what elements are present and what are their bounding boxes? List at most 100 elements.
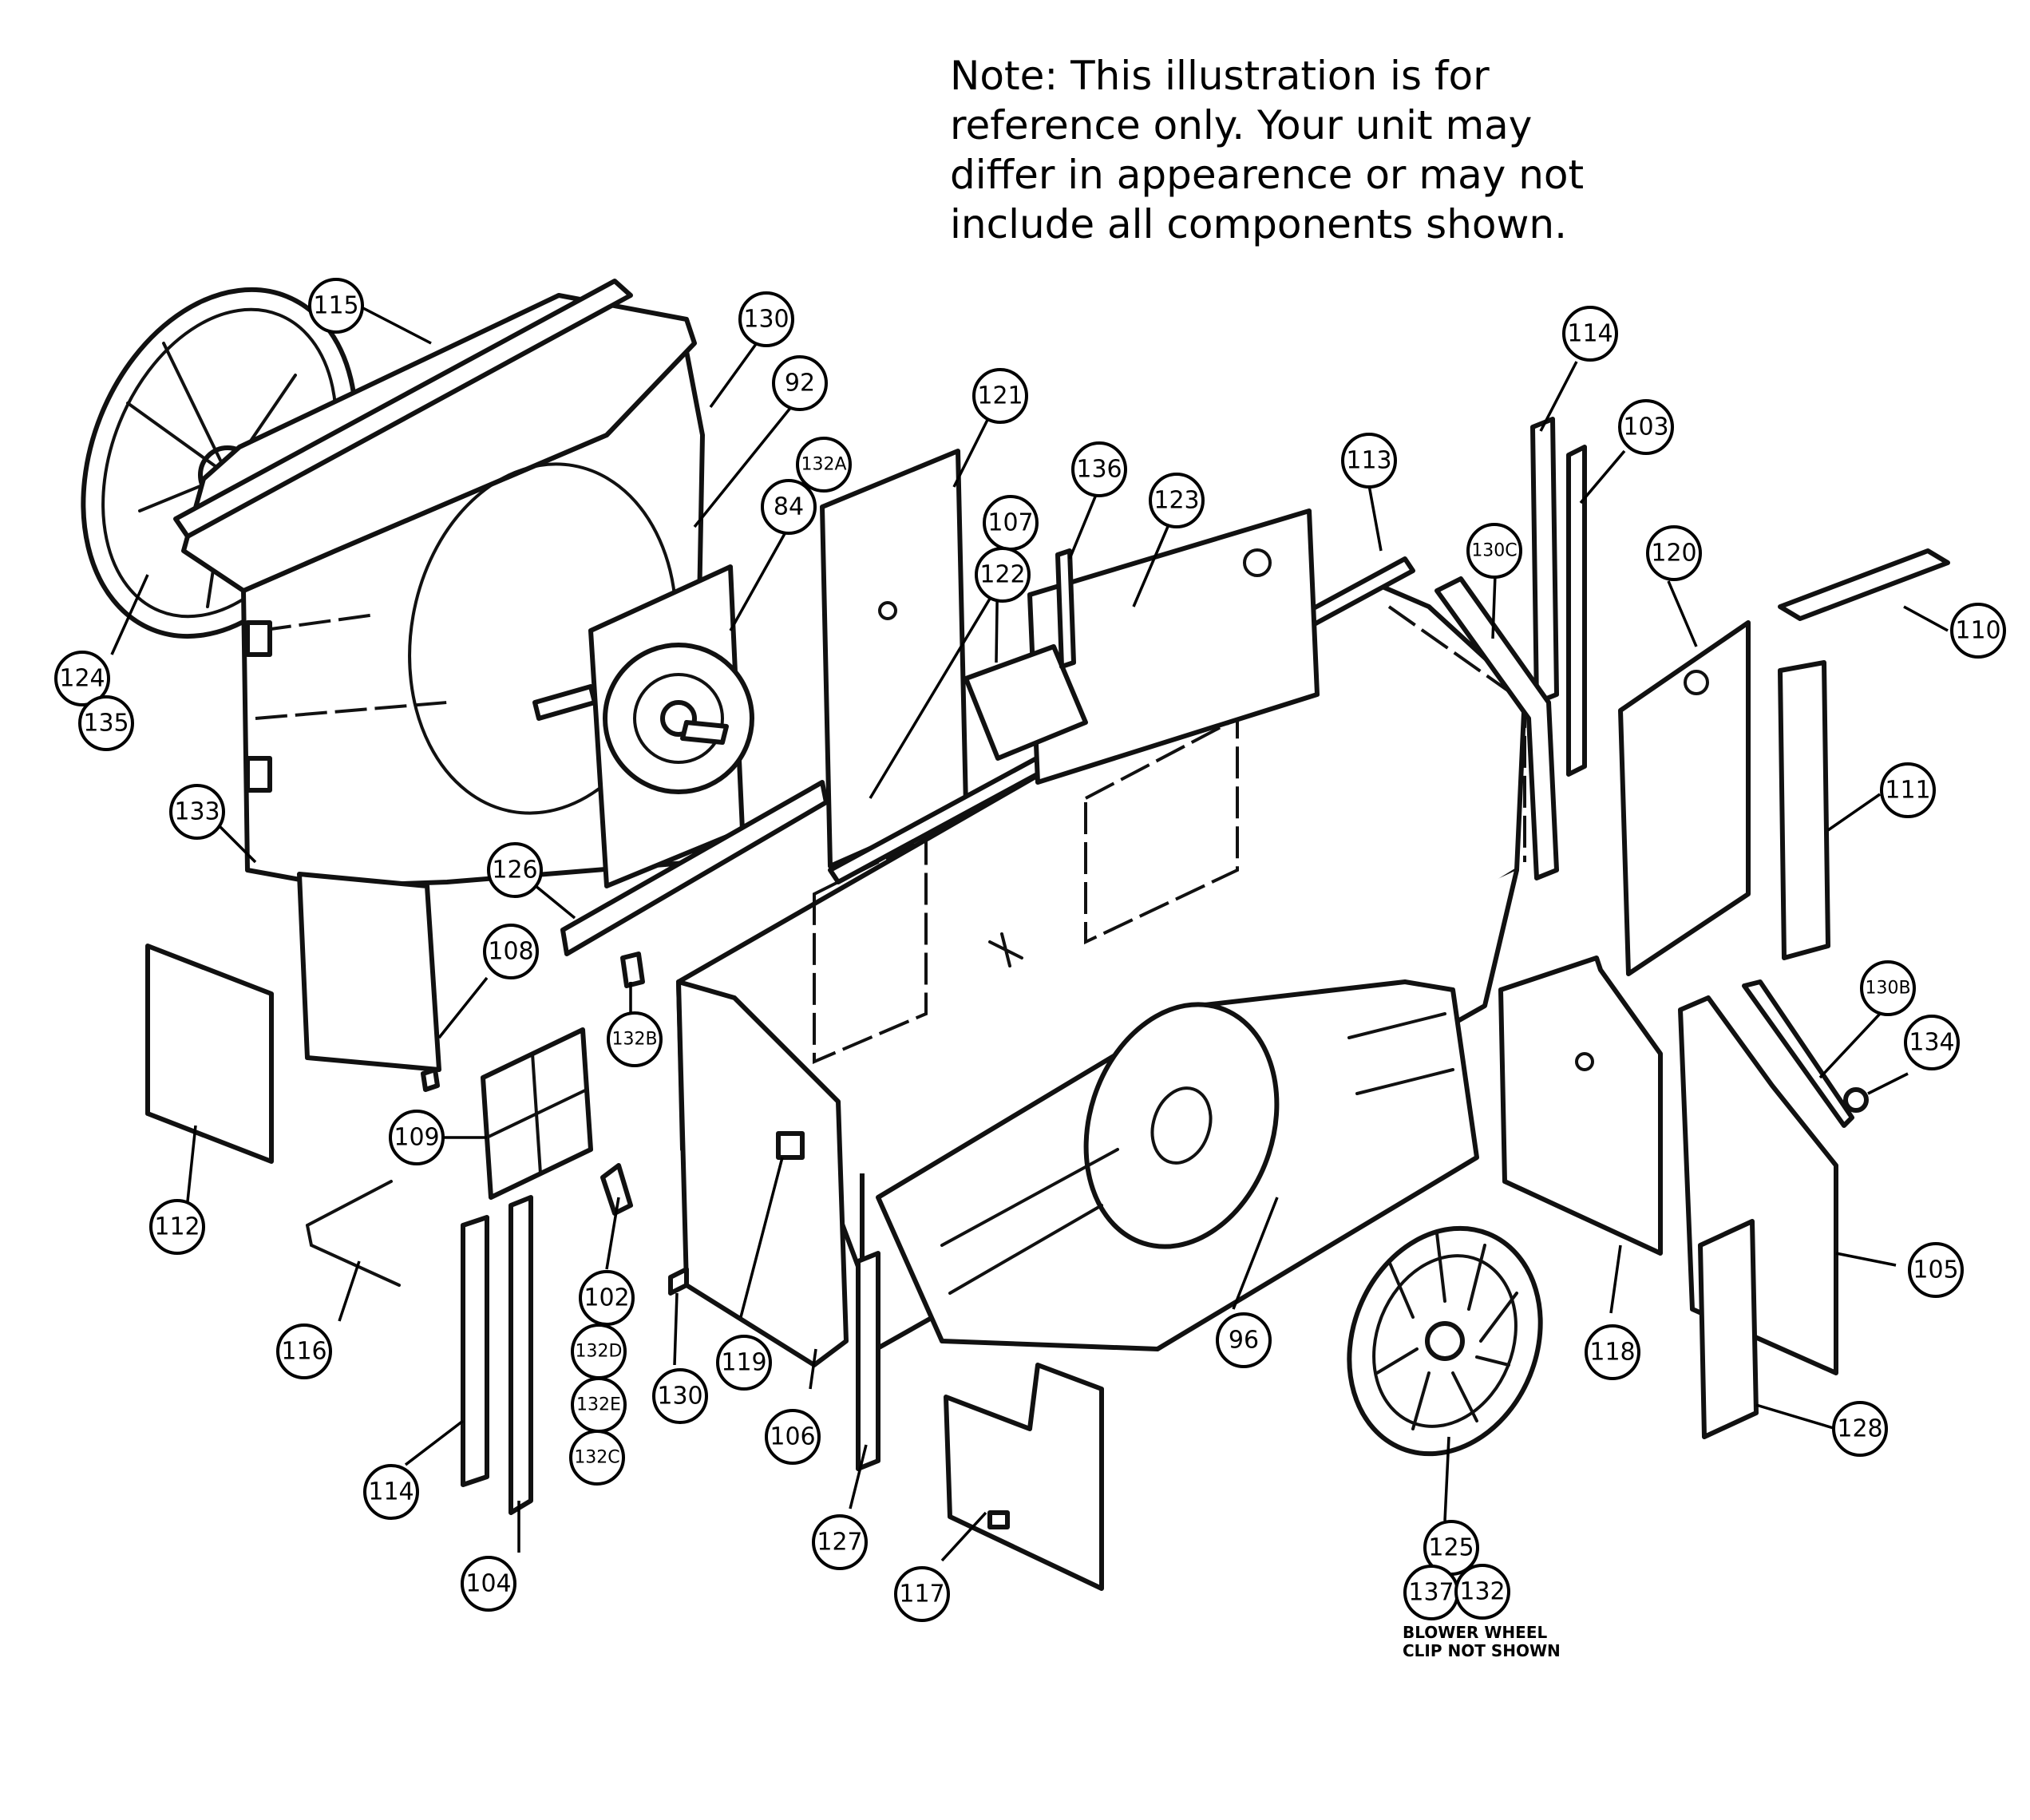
svg-text:114: 114 [1567,320,1613,348]
svg-text:108: 108 [488,938,533,966]
callout-121: 121 [972,368,1028,424]
callout-122: 122 [975,547,1031,603]
svg-text:84: 84 [774,493,804,521]
svg-text:106: 106 [770,1423,815,1451]
callout-114-lower: 114 [363,1464,419,1520]
svg-text:127: 127 [817,1529,862,1557]
svg-text:123: 123 [1153,487,1199,515]
svg-text:120: 120 [1651,540,1696,568]
part-102 [600,1163,633,1216]
reference-note: Note: This illustration is for reference… [950,51,1748,249]
panel-121 [820,449,968,868]
svg-text:102: 102 [584,1284,629,1312]
strip-127 [856,1251,880,1471]
callout-105: 105 [1908,1242,1964,1298]
top-panel-110 [1778,548,1950,621]
panel-108 [297,872,441,1072]
callout-120: 120 [1646,525,1702,581]
svg-text:116: 116 [281,1338,326,1366]
strip-111 [1778,660,1830,960]
callout-123: 123 [1149,473,1205,528]
svg-text:107: 107 [987,509,1033,537]
callout-137: 137 [1403,1565,1459,1620]
callout-96: 96 [1216,1312,1272,1368]
svg-text:113: 113 [1346,447,1391,475]
svg-text:126: 126 [492,857,537,884]
svg-text:104: 104 [465,1570,511,1598]
svg-text:122: 122 [979,561,1025,589]
callout-117: 117 [894,1566,950,1622]
callout-92: 92 [772,355,828,411]
svg-text:132A: 132A [801,455,846,475]
svg-text:115: 115 [313,292,358,320]
strip-114-upper [1530,417,1559,705]
callout-134: 134 [1904,1015,1960,1070]
panel-118 [1498,956,1663,1256]
callout-104: 104 [461,1556,516,1612]
callout-84: 84 [761,479,817,535]
callout-133: 133 [169,784,225,840]
clip-133 [421,1067,440,1092]
callout-116: 116 [276,1323,332,1379]
note-line-1: Note: This illustration is for [950,53,1490,99]
callout-130C: 130C [1466,523,1522,579]
bracket-122 [964,644,1088,761]
gasket-130C [1434,576,1559,880]
svg-text:128: 128 [1837,1415,1882,1443]
svg-text:125: 125 [1428,1534,1474,1562]
strip-104 [508,1195,533,1515]
callout-124: 124 [54,651,110,706]
callout-126: 126 [487,842,543,898]
callout-114-upper: 114 [1562,306,1618,362]
svg-text:92: 92 [785,370,815,398]
svg-text:119: 119 [721,1349,766,1377]
blower-wheel-footnote: BLOWER WHEEL CLIP NOT SHOWN [1403,1623,1561,1660]
callout-135: 135 [78,695,134,751]
callout-132A: 132A [796,437,852,493]
callout-130-lower: 130 [652,1368,708,1424]
callout-113: 113 [1341,433,1397,489]
panel-117 [944,1363,1104,1591]
svg-text:121: 121 [977,382,1023,410]
callout-132B: 132B [607,1011,663,1067]
svg-text:135: 135 [83,710,129,738]
callout-102: 102 [579,1270,635,1326]
svg-text:124: 124 [59,665,105,693]
clip-130 [668,1267,689,1296]
blower-wheel [1347,1225,1543,1457]
svg-text:133: 133 [174,798,220,826]
callout-128: 128 [1832,1401,1888,1457]
svg-text:130C: 130C [1471,541,1517,561]
callout-106: 106 [765,1409,821,1465]
callout-119: 119 [716,1335,772,1391]
fan-motor-assembly [532,564,754,888]
note-line-4: include all components shown. [950,201,1567,247]
panel-128 [1698,1219,1759,1439]
blower-housing [876,979,1479,1351]
svg-text:134: 134 [1909,1029,1954,1057]
callout-132C: 132C [569,1430,625,1486]
panel-112 [145,944,274,1164]
top-rail [173,279,633,539]
footnote-line-2: CLIP NOT SHOWN [1403,1641,1561,1660]
callout-127: 127 [812,1514,868,1570]
callout-132: 132 [1454,1564,1510,1620]
clip-132B [620,952,645,988]
callout-118: 118 [1585,1324,1640,1380]
note-line-2: reference only. Your unit may [950,102,1533,148]
callout-130: 130 [738,291,794,347]
svg-text:105: 105 [1913,1256,1958,1284]
svg-text:132D: 132D [576,1342,623,1362]
svg-text:103: 103 [1623,413,1668,441]
gasket-130B [1742,979,1854,1128]
callout-132D: 132D [571,1323,627,1379]
svg-text:114: 114 [368,1478,414,1506]
panel-120 [1618,620,1751,976]
callout-111: 111 [1880,762,1936,818]
svg-text:132: 132 [1459,1578,1505,1606]
part-136 [1055,548,1076,669]
footnote-line-1: BLOWER WHEEL [1403,1623,1547,1642]
svg-text:132E: 132E [576,1395,621,1415]
svg-text:132C: 132C [574,1448,619,1468]
